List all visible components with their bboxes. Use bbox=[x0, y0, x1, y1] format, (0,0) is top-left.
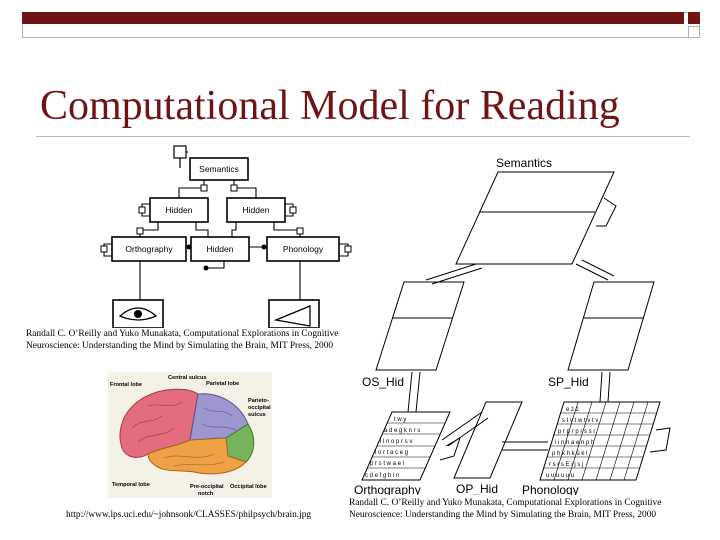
os-hid-layer bbox=[375, 281, 465, 371]
top-corner-box bbox=[688, 26, 700, 38]
left-label-hidden-2: Hidden bbox=[243, 205, 270, 215]
orth-row-5: p r s t w a e l bbox=[370, 461, 404, 467]
top-accent-square bbox=[688, 12, 700, 24]
phon-row-2: s t v t w t v t v bbox=[562, 418, 598, 424]
brain-label-central: Central sulcus bbox=[168, 375, 207, 381]
title-rule bbox=[36, 136, 690, 137]
phon-row-1: e z z bbox=[566, 407, 579, 413]
right-label-os-hid: OS_Hid bbox=[362, 375, 404, 389]
phon-row-4: i i n n a e n p h bbox=[555, 440, 594, 446]
brain-label-parietal: Parietal lobe bbox=[206, 381, 239, 387]
brain-label-preocc-2: notch bbox=[198, 491, 214, 497]
left-citation-line2: Neuroscience: Understanding the Mind by … bbox=[26, 341, 334, 351]
orth-row-3: i l n o p r s v bbox=[380, 439, 412, 445]
brain-label-parieto-1: Parieto- bbox=[248, 398, 269, 404]
eye-icon bbox=[118, 307, 158, 321]
left-label-orthography: Orthography bbox=[125, 244, 173, 254]
right-label-semantics: Semantics bbox=[496, 156, 552, 170]
brain-label-occipital: Occipital lobe bbox=[230, 484, 267, 490]
left-label-phonology: Phonology bbox=[283, 244, 324, 254]
left-label-hidden-1: Hidden bbox=[166, 205, 193, 215]
semantics-box bbox=[189, 157, 249, 181]
brain-label-parieto-3: sulcus bbox=[248, 412, 266, 418]
orth-row-4: i o r t a c e g bbox=[375, 450, 408, 456]
phon-row-3: p r p r p r s s r bbox=[558, 429, 595, 435]
right-citation: Randall C. O’Reilly and Yuko Munakata, C… bbox=[349, 497, 661, 521]
left-citation: Randall C. O’Reilly and Yuko Munakata, C… bbox=[26, 328, 338, 352]
left-label-hidden-3: Hidden bbox=[207, 244, 234, 254]
orth-row-1: t w y bbox=[394, 417, 406, 423]
phonology-box bbox=[266, 236, 340, 262]
slide-title: Computational Model for Reading bbox=[40, 83, 620, 129]
right-network-diagram: Semantics OS_Hid SP_Hid OP_Hid Orthograp… bbox=[354, 156, 671, 495]
op-hid-layer bbox=[453, 401, 523, 479]
phon-row-7: u u u u u u bbox=[546, 473, 574, 479]
mouth-output-box bbox=[268, 299, 320, 328]
hidden-middle-box bbox=[190, 236, 250, 262]
orthography-box bbox=[111, 236, 187, 262]
mouth-icon bbox=[273, 305, 311, 327]
right-label-op-hid: OP_Hid bbox=[456, 482, 498, 495]
right-label-phonology: Phonology bbox=[522, 483, 579, 495]
orth-row-6: c d e f g h i n bbox=[365, 473, 399, 479]
sp-hid-layer bbox=[567, 281, 655, 371]
brain-label-temporal: Temporal lobe bbox=[112, 482, 150, 488]
left-network-diagram: Semantics Hidden Hidden Orthography Hidd… bbox=[100, 145, 352, 328]
right-citation-line1: Randall C. O’Reilly and Yuko Munakata, C… bbox=[349, 498, 662, 508]
semantics-layer bbox=[455, 171, 615, 265]
orth-row-2: a d e g k n r s bbox=[384, 428, 420, 434]
brain-url: http://www.lps.uci.edu/~johnsonk/CLASSES… bbox=[66, 510, 312, 520]
right-label-sp-hid: SP_Hid bbox=[548, 375, 589, 389]
right-citation-line2: Neuroscience: Understanding the Mind by … bbox=[349, 510, 657, 520]
right-label-orthography: Orthography bbox=[354, 483, 421, 495]
brain-label-parieto-2: occipital bbox=[248, 405, 271, 411]
brain-label-frontal: Frontal lobe bbox=[110, 382, 142, 388]
phon-row-5: p h k h k ü k l bbox=[552, 451, 587, 457]
top-accent-bar bbox=[22, 12, 684, 24]
left-label-semantics: Semantics bbox=[199, 164, 239, 174]
hidden-left-box bbox=[149, 197, 209, 223]
left-citation-line1: Randall C. O’Reilly and Yuko Munakata, C… bbox=[26, 329, 339, 339]
brain-figure: Central sulcus Frontal lobe Parietal lob… bbox=[108, 372, 272, 498]
phon-row-6: r s r s E i j s j bbox=[549, 462, 583, 468]
brain-label-preocc-1: Pre-occipital bbox=[190, 484, 224, 490]
